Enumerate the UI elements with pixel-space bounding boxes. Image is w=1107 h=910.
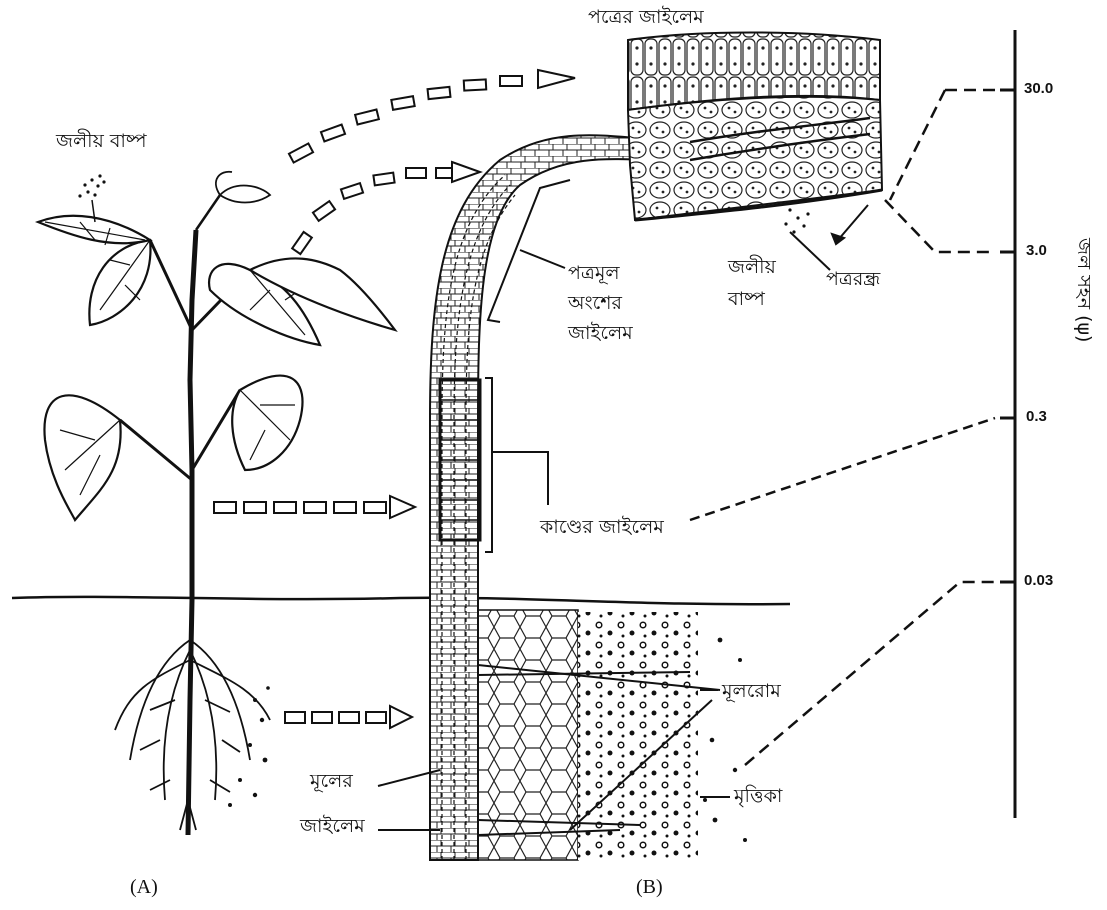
label-stomata: পত্ররন্ধ্র — [826, 268, 880, 292]
label-leaf-xylem: পত্রের জাইলেম — [588, 6, 704, 30]
label-petiole-xylem-3: জাইলেম — [568, 322, 633, 346]
scale-tick-label: 0.03 — [1024, 572, 1053, 589]
scale-tick-label: 3.0 — [1026, 242, 1047, 259]
panel-label-b: (B) — [636, 876, 663, 899]
xylem-column — [430, 33, 882, 861]
arrow-to-stem-xylem — [214, 496, 415, 518]
label-water-vapour: জলীয় বাষ্প — [56, 130, 147, 154]
leaf — [232, 376, 302, 470]
label-soil: মৃত্তিকা — [734, 785, 782, 809]
label-leaf-vapour-1: জলীয় — [728, 256, 776, 280]
arrow-to-root-xylem — [285, 706, 412, 728]
stem-bracket — [485, 378, 492, 552]
leaf — [44, 395, 120, 520]
label-stem-xylem: কাণ্ডের জাইলেম — [540, 516, 664, 540]
leaf-cross-section — [628, 33, 882, 221]
panel-label-a: (A) — [130, 876, 158, 899]
label-petiole-xylem-2: অংশের — [568, 292, 622, 316]
soil-dots-a — [228, 686, 270, 807]
scale-axis-title: জল সহন (ψ) — [1066, 238, 1098, 342]
label-root-xylem-1: মূলের — [310, 770, 353, 794]
label-root-hair: মূলরোম — [722, 680, 781, 704]
scale-tick-label: 0.3 — [1026, 408, 1047, 425]
vapour-dots — [78, 174, 105, 197]
scale-tick-label: 30.0 — [1024, 80, 1053, 97]
label-petiole-xylem-1: পত্রমূল — [568, 262, 620, 286]
ground-line — [12, 597, 790, 604]
label-leaf-vapour-2: বাষ্প — [728, 288, 765, 312]
label-root-xylem-2: জাইলেম — [300, 815, 365, 839]
stomata-vapour-dots — [784, 208, 809, 233]
